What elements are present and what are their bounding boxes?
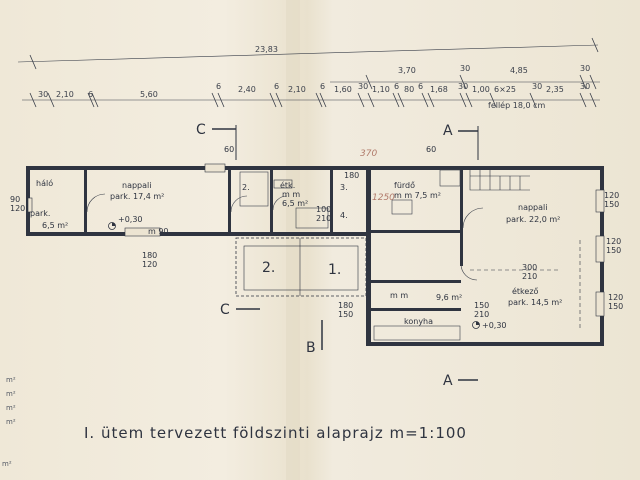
room-halo-label: háló bbox=[36, 178, 53, 188]
section-mark-c: C bbox=[220, 302, 230, 318]
unit-label: m² bbox=[2, 460, 12, 468]
dim-label: 2,40 bbox=[238, 85, 256, 94]
section-mark-a: A bbox=[443, 123, 453, 139]
dim-label: 6 bbox=[418, 82, 423, 91]
unit-label: m² bbox=[6, 418, 16, 426]
right-wing-walls bbox=[366, 166, 605, 346]
room-halo-area: 6,5 m² bbox=[42, 221, 68, 230]
dim-label: 30 bbox=[458, 82, 468, 91]
room-konyha-area: 9,6 m² bbox=[436, 293, 462, 302]
dim-label: 30 bbox=[580, 82, 590, 91]
dim-label: 6 bbox=[274, 82, 279, 91]
dim-label: 6 bbox=[88, 90, 93, 99]
room-furdo-area: m m 7,5 m² bbox=[394, 191, 441, 200]
section-mark-c: C bbox=[196, 122, 206, 138]
room-etkezo-area: park. 14,5 m² bbox=[508, 298, 562, 307]
room-furdo-label: fürdő bbox=[394, 181, 415, 190]
section-markers: C C A A B bbox=[196, 122, 479, 389]
room-etk-label: étk. bbox=[280, 180, 295, 190]
dim-label: 30 bbox=[532, 82, 542, 91]
dim-label: 1,10 bbox=[372, 85, 390, 94]
room-etkezo-label: étkező bbox=[512, 286, 539, 296]
room-nappali2-label: nappali bbox=[518, 203, 547, 212]
dim-label: 1,60 bbox=[334, 85, 352, 94]
dim-label: 30 bbox=[358, 82, 368, 91]
room-2-label: 2. bbox=[242, 183, 250, 192]
dim-label: 4,85 bbox=[510, 66, 528, 75]
room-konyha-label: konyha bbox=[404, 317, 433, 326]
unit-label: m² bbox=[6, 390, 16, 398]
room-labels: háló park. 6,5 m² nappali park. 17,4 m² … bbox=[30, 178, 562, 326]
dim-label: 6 bbox=[394, 82, 399, 91]
paper-fold bbox=[286, 0, 300, 480]
margin-units: m² m² m² m² m² bbox=[2, 376, 16, 468]
dim-label: 80 bbox=[404, 85, 414, 94]
dim-label: 3,70 bbox=[398, 66, 416, 75]
room-nappali2-area: park. 22,0 m² bbox=[506, 215, 560, 224]
dim-label: 5,60 bbox=[140, 90, 158, 99]
level-mark: +0,30 bbox=[482, 321, 507, 330]
terrace-1-label: 1. bbox=[328, 262, 341, 278]
dim-label: 1,00 bbox=[472, 85, 490, 94]
room-halo-floor: park. bbox=[30, 209, 50, 218]
section-mark-b: B bbox=[306, 340, 316, 356]
dim-label: 2,10 bbox=[56, 90, 74, 99]
terrace-2-label: 2. bbox=[262, 260, 275, 276]
dim-m90: m 90 bbox=[148, 227, 169, 236]
room-3-label: 3. bbox=[340, 183, 348, 192]
room-etk-floor: m m bbox=[282, 190, 300, 199]
left-wing-walls bbox=[26, 163, 368, 237]
room-nappali-area: park. 17,4 m² bbox=[110, 192, 164, 201]
dim-opening: 60 bbox=[224, 145, 234, 154]
room-nappali-label: nappali bbox=[122, 181, 151, 190]
drawing-title: I. ütem tervezett földszinti alaprajz m=… bbox=[84, 424, 467, 442]
unit-label: m² bbox=[6, 404, 16, 412]
level-mark: +0,30 bbox=[118, 215, 143, 224]
stair-note: fellép 18,0 cm bbox=[488, 100, 545, 110]
dim-opening: 60 bbox=[426, 145, 436, 154]
dim-label: 6 bbox=[216, 82, 221, 91]
overall-dimension: 23,83 bbox=[255, 45, 278, 54]
dim-label: 2,35 bbox=[546, 85, 564, 94]
unit-label: m² bbox=[6, 376, 16, 384]
dim-label: 30 bbox=[38, 90, 48, 99]
room-4-label: 4. bbox=[340, 211, 348, 220]
dimension-chains: 23,83 30 2,10 6 5,60 6 2,40 6 2,10 6 1,6… bbox=[17, 37, 600, 110]
dim-label: 30 bbox=[460, 64, 470, 73]
handwritten-note: 370 bbox=[360, 149, 377, 159]
dim-label: 6×25 bbox=[494, 85, 516, 94]
section-mark-a: A bbox=[443, 373, 453, 389]
handwritten-note: 1250 bbox=[372, 193, 395, 203]
dim-label: 6 bbox=[320, 82, 325, 91]
dim-opening: 180 bbox=[344, 171, 359, 180]
room-etk-area: 6,5 m² bbox=[282, 199, 308, 208]
terrace-outline bbox=[235, 237, 367, 297]
dim-label: 1,68 bbox=[430, 85, 448, 94]
room-konyha-floor: m m bbox=[390, 291, 408, 300]
dim-label: 2,10 bbox=[288, 85, 306, 94]
dim-label: 30 bbox=[580, 64, 590, 73]
